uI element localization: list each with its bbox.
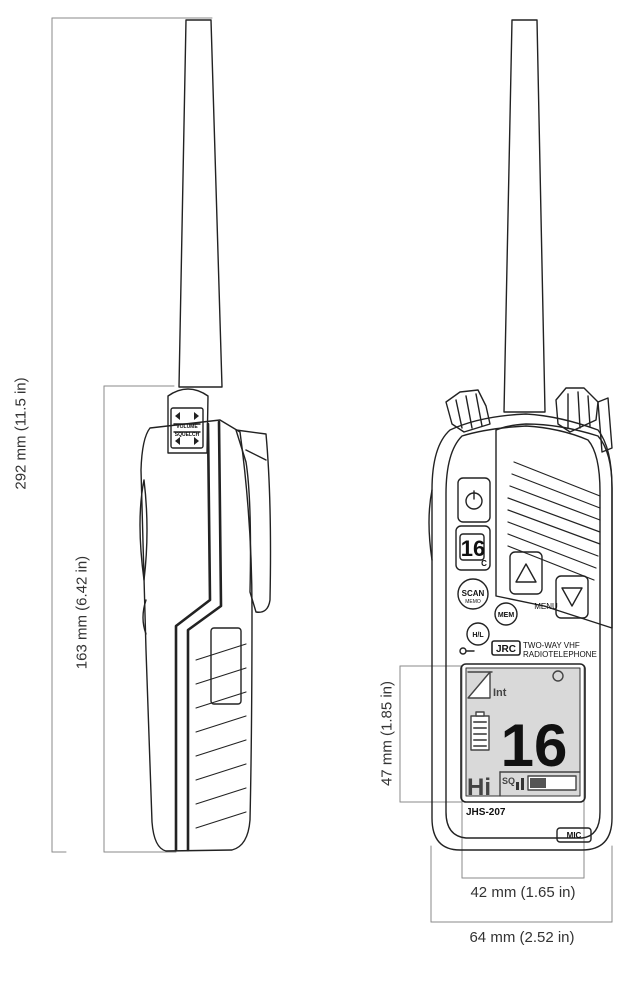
model-label: JHS-207 [466,807,506,818]
key-16-label: 16 [461,536,485,561]
scan-sub: MEMO [465,599,481,605]
channel-number: 16 [501,712,568,779]
mic-label: MIC [567,831,582,840]
dimension-body-height: 163 mm (6.42 in) [73,555,91,670]
dimension-total-height: 292 mm (11.5 in) [12,377,30,490]
dimension-body-width: 64 mm (2.52 in) [469,929,575,946]
side-antenna [178,19,223,388]
hilo-label: H/L [472,632,484,639]
power-level: Hi [467,774,491,801]
up-key[interactable] [509,551,543,595]
key-16-sub: C [481,559,487,568]
front-antenna [503,19,546,413]
lcd-outline [460,663,586,803]
product-line-1: TWO-WAY VHF [523,641,580,650]
down-key[interactable] [555,575,589,619]
squelch-label: SQUELCH [175,432,200,438]
mode-text: SQ [502,776,515,786]
channel-16-key[interactable] [455,525,491,571]
front-view-radio [428,19,613,851]
mem-label: MEM [498,612,515,619]
scan-label: SCAN [462,589,485,598]
volume-label: VOLUME [176,424,198,430]
dimension-lines [51,17,613,923]
radio-text: VOLUME SQUELCH 16 C SCAN MEMO MEM H/L ME… [175,424,597,840]
dimension-display-width: 42 mm (1.65 in) [470,884,576,901]
side-view-radio [139,19,272,852]
channel-type: Int [493,687,507,699]
scan-key[interactable] [457,578,489,610]
power-key[interactable] [457,477,491,523]
menu-label: MENU [534,602,558,611]
mem-key[interactable] [494,602,518,626]
dimension-display-height: 47 mm (1.85 in) [378,680,396,787]
hilo-key[interactable] [466,622,490,646]
brand-logo: JRC [496,644,516,655]
product-line-2: RADIOTELEPHONE [523,650,597,659]
